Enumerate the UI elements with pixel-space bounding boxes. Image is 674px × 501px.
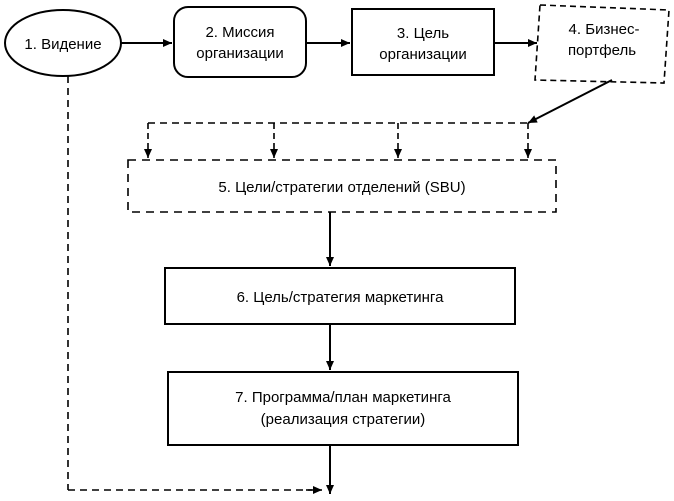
goal-node (351, 8, 495, 76)
vision-label: 1. Видение (24, 36, 101, 53)
sbu-node (127, 159, 557, 213)
mission-node (173, 6, 307, 78)
goal-label-line2: организации (379, 46, 466, 63)
marketing-goal-node (164, 267, 516, 325)
arrow-portfolio-to-sbu (527, 79, 613, 124)
goal-label-line1: 3. Цель (397, 25, 449, 42)
portfolio-label-line2: портфель (568, 42, 636, 59)
marketing-plan-label-line2: (реализация стратегии) (261, 411, 426, 428)
mission-label-line1: 2. Миссия (205, 24, 274, 41)
sbu-label: 5. Цели/стратегии отделений (SBU) (218, 179, 465, 196)
marketing-goal-label: 6. Цель/стратегия маркетинга (237, 289, 445, 306)
marketing-plan-node (167, 371, 519, 446)
marketing-plan-label-line1: 7. Программа/план маркетинга (235, 389, 451, 406)
portfolio-label-line1: 4. Бизнес- (569, 21, 640, 38)
mission-label-line2: организации (196, 45, 283, 62)
portfolio-node (534, 4, 670, 84)
